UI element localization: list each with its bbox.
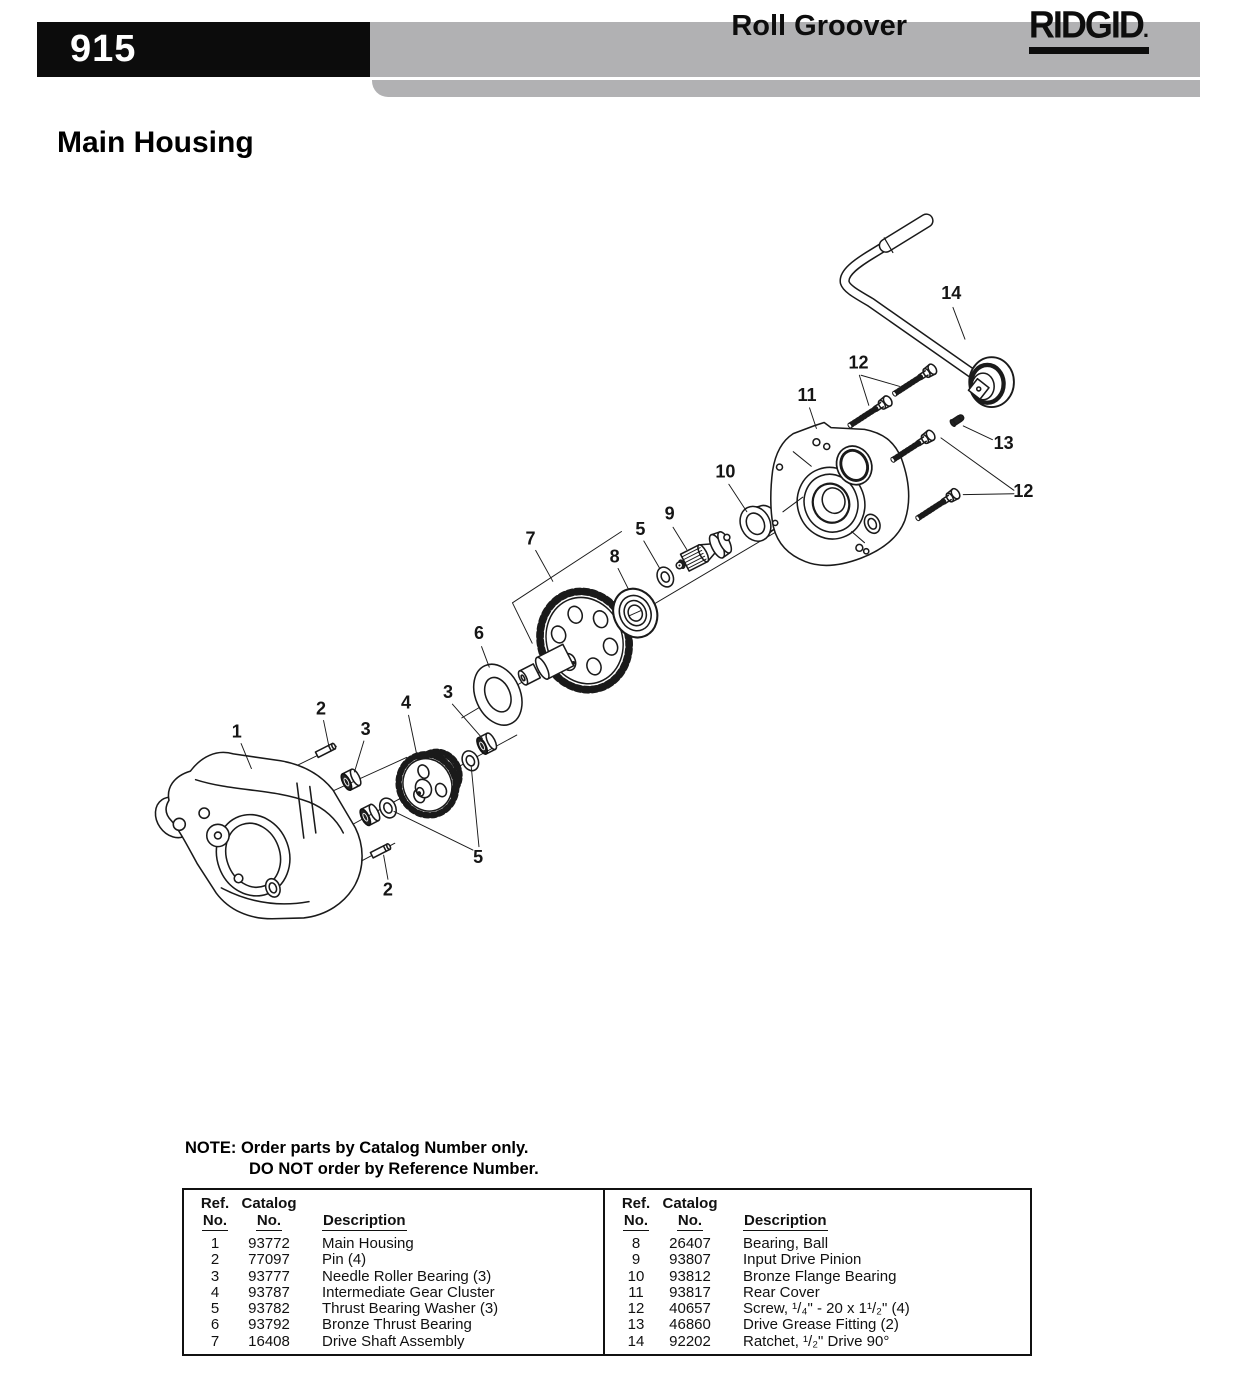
part-thrust-washer-3 <box>653 563 678 591</box>
callout-1: 1 <box>232 722 242 742</box>
callout-4: 4 <box>401 692 411 712</box>
col-header-description: Description <box>322 1212 407 1231</box>
table-header-left: Ref. Catalog No. No. Description <box>184 1195 603 1235</box>
brand-logo-underline <box>1028 47 1149 54</box>
part-main-housing <box>154 751 363 920</box>
header-accent-strip <box>372 80 1200 97</box>
callout-9: 9 <box>665 504 675 524</box>
col-header-catalog-no: No. <box>676 1212 704 1231</box>
col-header-description: Description <box>743 1212 828 1231</box>
part-rear-cover <box>770 421 910 567</box>
part-needle-bearing-1 <box>338 766 364 793</box>
callout-5-mid: 5 <box>635 519 645 539</box>
part-intermediate-gear-cluster <box>395 748 463 819</box>
order-note: NOTE: Order parts by Catalog Number only… <box>185 1138 539 1180</box>
part-screw-2 <box>846 394 894 431</box>
callout-numbers: 1 2 3 4 3 2 5 6 7 8 5 9 10 11 12 13 12 1… <box>232 283 1034 900</box>
part-thrust-washer-2 <box>458 747 483 775</box>
callout-10: 10 <box>715 461 735 481</box>
col-header-ref: Ref. <box>621 1195 651 1212</box>
part-screw-4 <box>913 487 961 524</box>
page-title: Main Housing <box>57 126 254 159</box>
product-name: Roll Groover <box>731 10 907 42</box>
part-needle-bearing-3 <box>474 730 500 757</box>
part-pin-bottom <box>369 843 392 859</box>
callout-13: 13 <box>994 433 1014 453</box>
brand-trademark-dot: . <box>1142 17 1149 42</box>
model-number: 915 <box>70 28 137 70</box>
callout-5-bottom: 5 <box>473 847 483 867</box>
callout-8: 8 <box>610 546 620 566</box>
callout-14: 14 <box>941 283 961 303</box>
callout-leader-lines <box>240 306 1015 880</box>
note-line2: DO NOT order by Reference Number. <box>249 1160 539 1178</box>
callout-11: 11 <box>797 385 816 405</box>
col-header-ref-no: No. <box>622 1212 650 1231</box>
note-line1: Order parts by Catalog Number only. <box>240 1139 529 1157</box>
col-header-ref: Ref. <box>200 1195 230 1212</box>
col-header-catalog: Catalog <box>662 1195 718 1212</box>
callout-6: 6 <box>474 623 484 643</box>
note-label: NOTE: <box>185 1139 237 1157</box>
callout-3-b: 3 <box>443 682 453 702</box>
callout-2-top: 2 <box>316 698 326 718</box>
callout-12-top: 12 <box>848 352 868 372</box>
col-header-ref-no: No. <box>201 1212 229 1231</box>
col-header-catalog: Catalog <box>241 1195 297 1212</box>
part-input-drive-pinion <box>675 531 733 572</box>
brand-logo-text: RIDGID <box>1028 2 1145 46</box>
part-grease-fitting <box>949 414 965 428</box>
model-number-box: 915 <box>37 22 370 77</box>
callout-7: 7 <box>525 528 535 548</box>
callout-3-a: 3 <box>361 719 371 739</box>
part-pin-top <box>314 742 337 759</box>
part-ratchet <box>839 213 1015 408</box>
table-header-right: Ref. Catalog No. No. Description <box>605 1195 1028 1235</box>
part-bronze-thrust-bearing <box>472 663 523 726</box>
callout-2-bottom: 2 <box>383 880 393 900</box>
brand-logo: RIDGID. <box>1028 2 1149 54</box>
part-ball-bearing <box>612 587 659 639</box>
col-header-catalog-no: No. <box>255 1212 283 1231</box>
callout-12-right: 12 <box>1013 481 1033 501</box>
part-screw-1 <box>890 363 938 400</box>
exploded-parts-diagram: 1 2 3 4 3 2 5 6 7 8 5 9 10 11 12 13 12 1… <box>154 213 1034 920</box>
